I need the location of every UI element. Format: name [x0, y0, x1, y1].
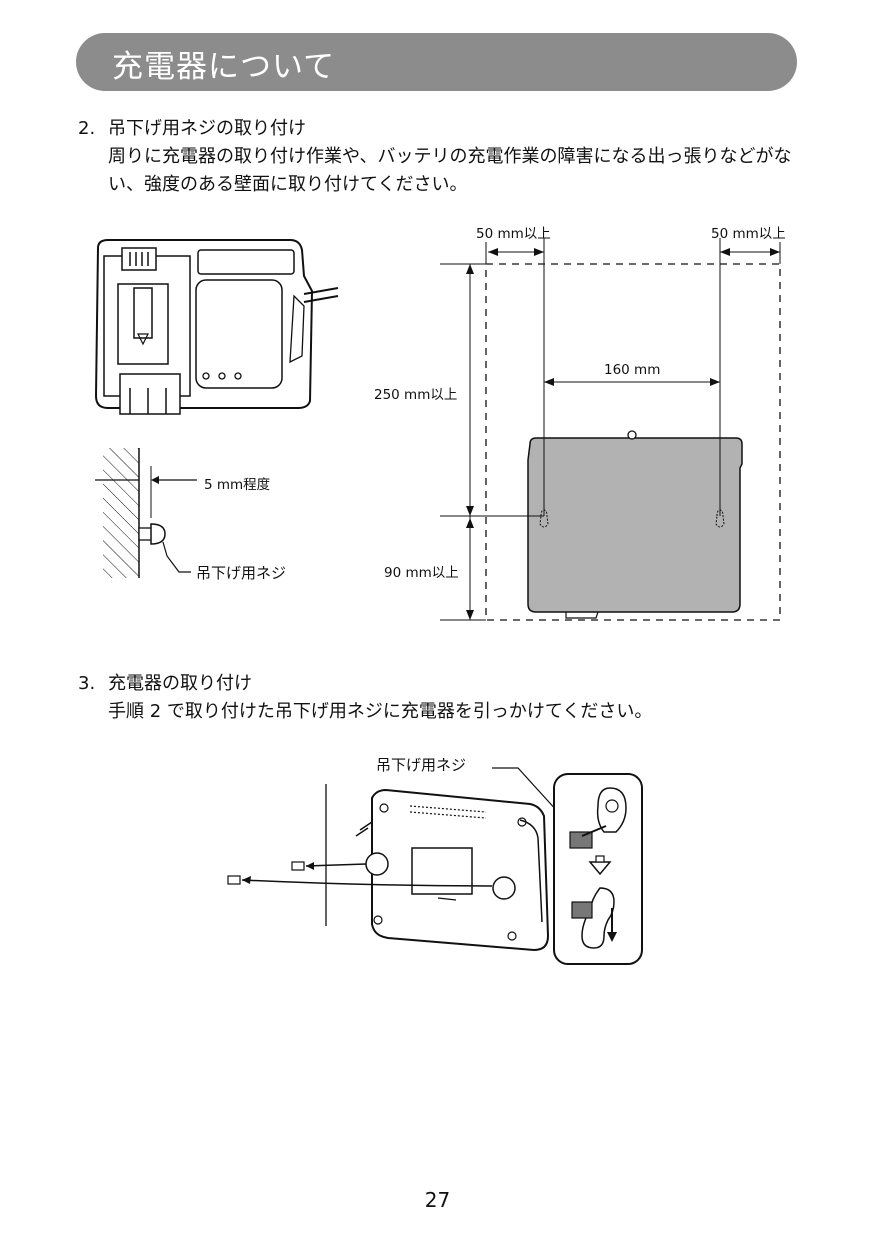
- bottom-clearance-label: 90 mm以上: [384, 565, 459, 581]
- step-3: 3. 充電器の取り付け 手順 2 で取り付けた吊下げ用ネジに充電器を引っかけてく…: [78, 670, 818, 726]
- step-number: 3.: [78, 673, 96, 694]
- step-body: 手順 2 で取り付けた吊下げ用ネジに充電器を引っかけてください。: [108, 701, 653, 722]
- step-heading: 充電器の取り付け: [108, 673, 252, 694]
- page-number: 27: [424, 1188, 451, 1212]
- screw-label: 吊下げ用ネジ: [196, 564, 287, 582]
- section-header: 充電器について: [76, 33, 797, 91]
- left-clearance-label: 50 mm以上: [476, 226, 551, 242]
- step-2: 2. 吊下げ用ネジの取り付け 周りに充電器の取り付け作業や、バッテリの充電作業の…: [78, 115, 818, 199]
- step-heading: 吊下げ用ネジの取り付け: [108, 118, 306, 139]
- step-body: 周りに充電器の取り付け作業や、バッテリの充電作業の障害になる出っ張りなどがない、…: [108, 146, 792, 195]
- section-title: 充電器について: [112, 49, 336, 85]
- top-clearance-label: 250 mm以上: [374, 387, 458, 403]
- screw-callout-label: 吊下げ用ネジ: [376, 756, 467, 774]
- screw-gap-label: 5 mm程度: [204, 477, 271, 493]
- charger-hanging-illustration: [227, 767, 643, 965]
- mounting-clearance-diagram: [440, 238, 781, 621]
- hole-spacing-label: 160 mm: [604, 362, 661, 378]
- wall-screw-side-view: [95, 448, 197, 578]
- charger-front-illustration: [94, 239, 339, 415]
- step-number: 2.: [78, 118, 96, 139]
- right-clearance-label: 50 mm以上: [711, 226, 786, 242]
